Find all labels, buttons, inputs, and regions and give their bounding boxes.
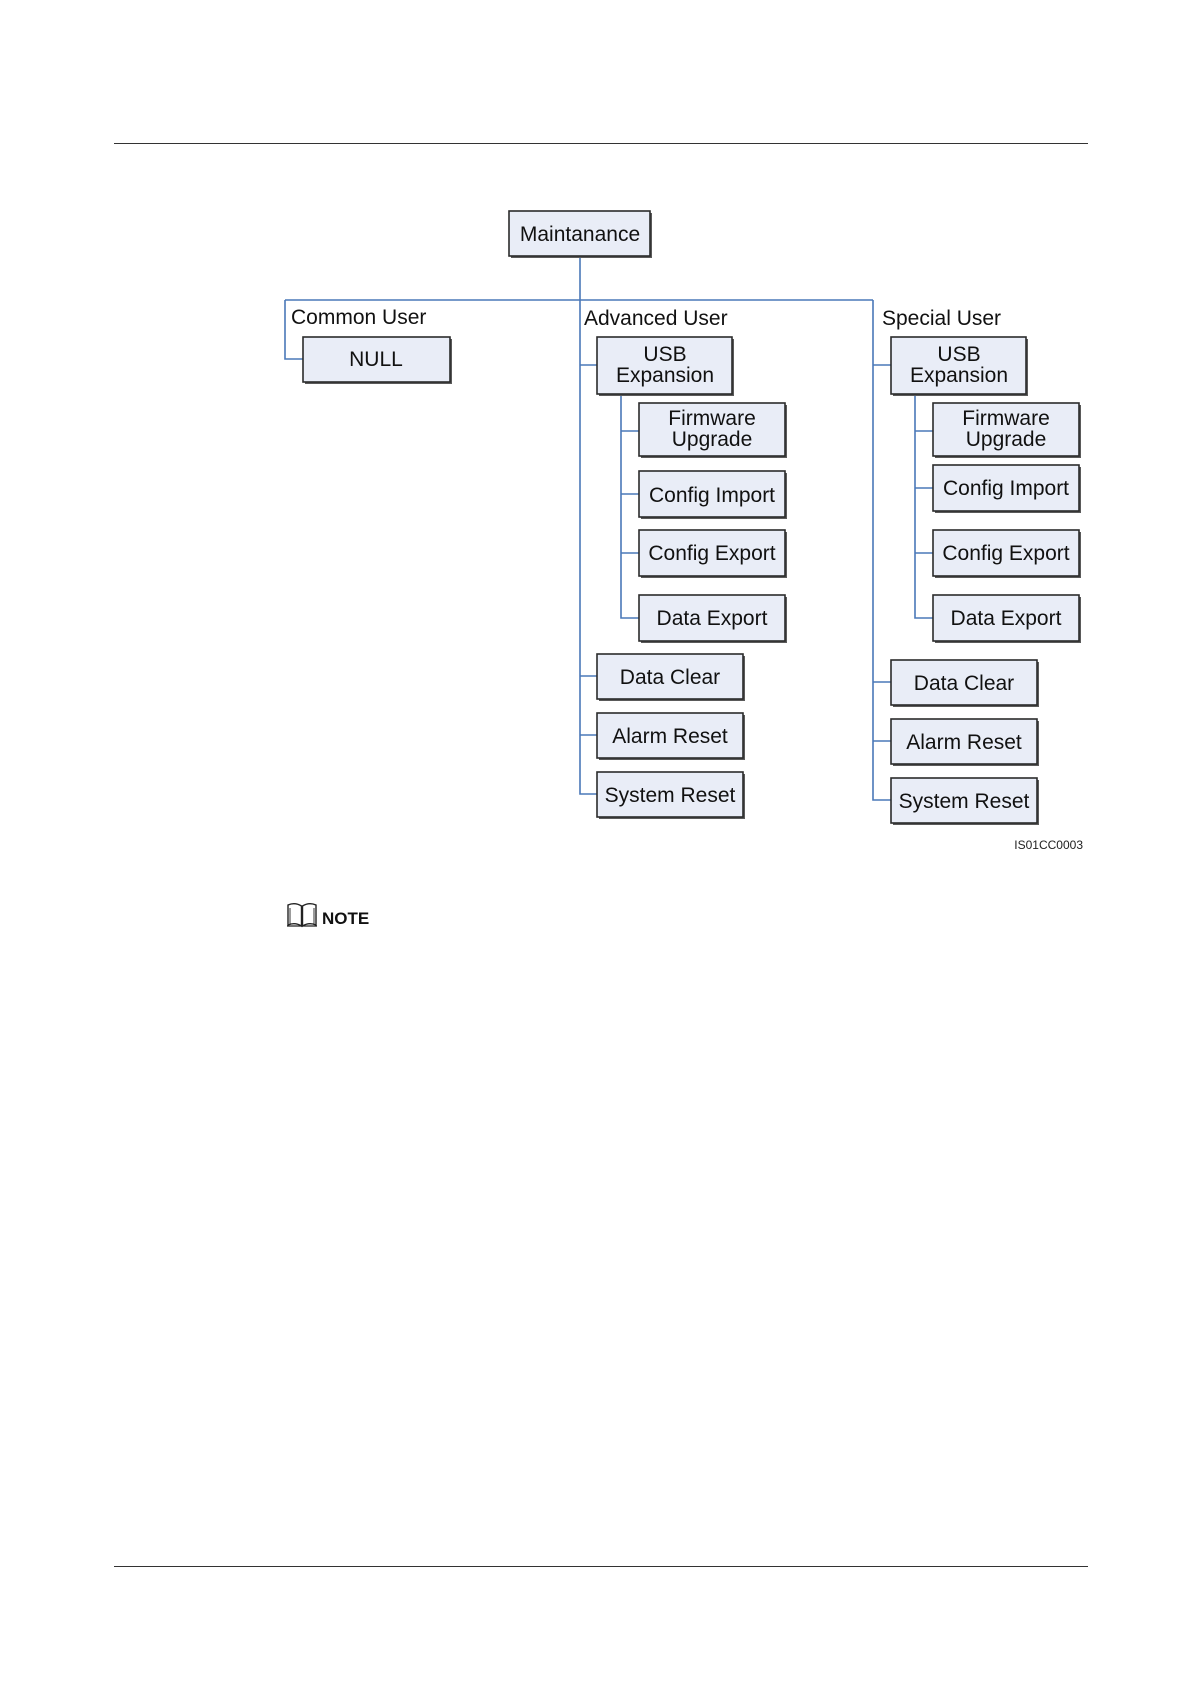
note-title: NOTE [322,910,369,928]
node-advanced-system-reset: System Reset [597,772,745,819]
node-advanced-usb-line2: Expansion [616,364,714,387]
node-advanced-usb-expansion: USB Expansion [597,337,734,396]
node-advanced-alarm-reset: Alarm Reset [597,713,745,760]
node-special-usb-line2: Expansion [910,364,1008,387]
node-special-data-clear: Data Clear [891,660,1039,707]
node-special-config-import: Config Import [933,465,1081,513]
node-special-system-reset: System Reset [891,778,1039,825]
node-common-null: NULL [303,337,452,384]
node-advanced-firmware-line1: Firmware [668,407,756,430]
node-advanced-data-clear: Data Clear [597,654,745,701]
node-special-usb-line1: USB [937,343,980,366]
node-special-data-clear-label: Data Clear [914,672,1014,695]
node-special-config-import-label: Config Import [943,477,1069,500]
node-common-null-label: NULL [349,348,403,371]
group-title-advanced: Advanced User [584,307,728,330]
node-special-config-export-label: Config Export [942,542,1069,565]
node-advanced-usb-line1: USB [643,343,686,366]
node-advanced-config-import: Config Import [639,471,787,519]
footer-rule [114,1566,1088,1567]
node-advanced-firmware-upgrade: Firmware Upgrade [639,403,787,458]
node-advanced-config-export-label: Config Export [648,542,775,565]
node-special-firmware-upgrade: Firmware Upgrade [933,403,1081,458]
node-advanced-data-export: Data Export [639,595,787,643]
node-special-system-reset-label: System Reset [899,790,1030,813]
node-advanced-system-reset-label: System Reset [605,784,736,807]
node-advanced-data-clear-label: Data Clear [620,666,720,689]
node-special-config-export: Config Export [933,530,1081,578]
node-special-firmware-line1: Firmware [962,407,1050,430]
note-heading: NOTE [286,902,369,928]
node-advanced-data-export-label: Data Export [657,607,768,630]
node-advanced-config-export: Config Export [639,530,787,578]
group-title-common: Common User [291,306,426,329]
node-root-label: Maintanance [520,223,640,246]
node-advanced-alarm-reset-label: Alarm Reset [612,725,728,748]
figure-id: IS01CC0003 [1014,838,1083,852]
group-title-special: Special User [882,307,1001,330]
node-special-alarm-reset-label: Alarm Reset [906,731,1022,754]
node-root: Maintanance [509,211,652,258]
node-advanced-firmware-line2: Upgrade [672,428,753,451]
node-advanced-config-import-label: Config Import [649,484,775,507]
node-special-data-export: Data Export [933,595,1081,643]
book-icon [286,902,318,928]
node-special-usb-expansion: USB Expansion [891,337,1028,396]
node-special-firmware-line2: Upgrade [966,428,1047,451]
node-special-data-export-label: Data Export [951,607,1062,630]
node-special-alarm-reset: Alarm Reset [891,719,1039,766]
